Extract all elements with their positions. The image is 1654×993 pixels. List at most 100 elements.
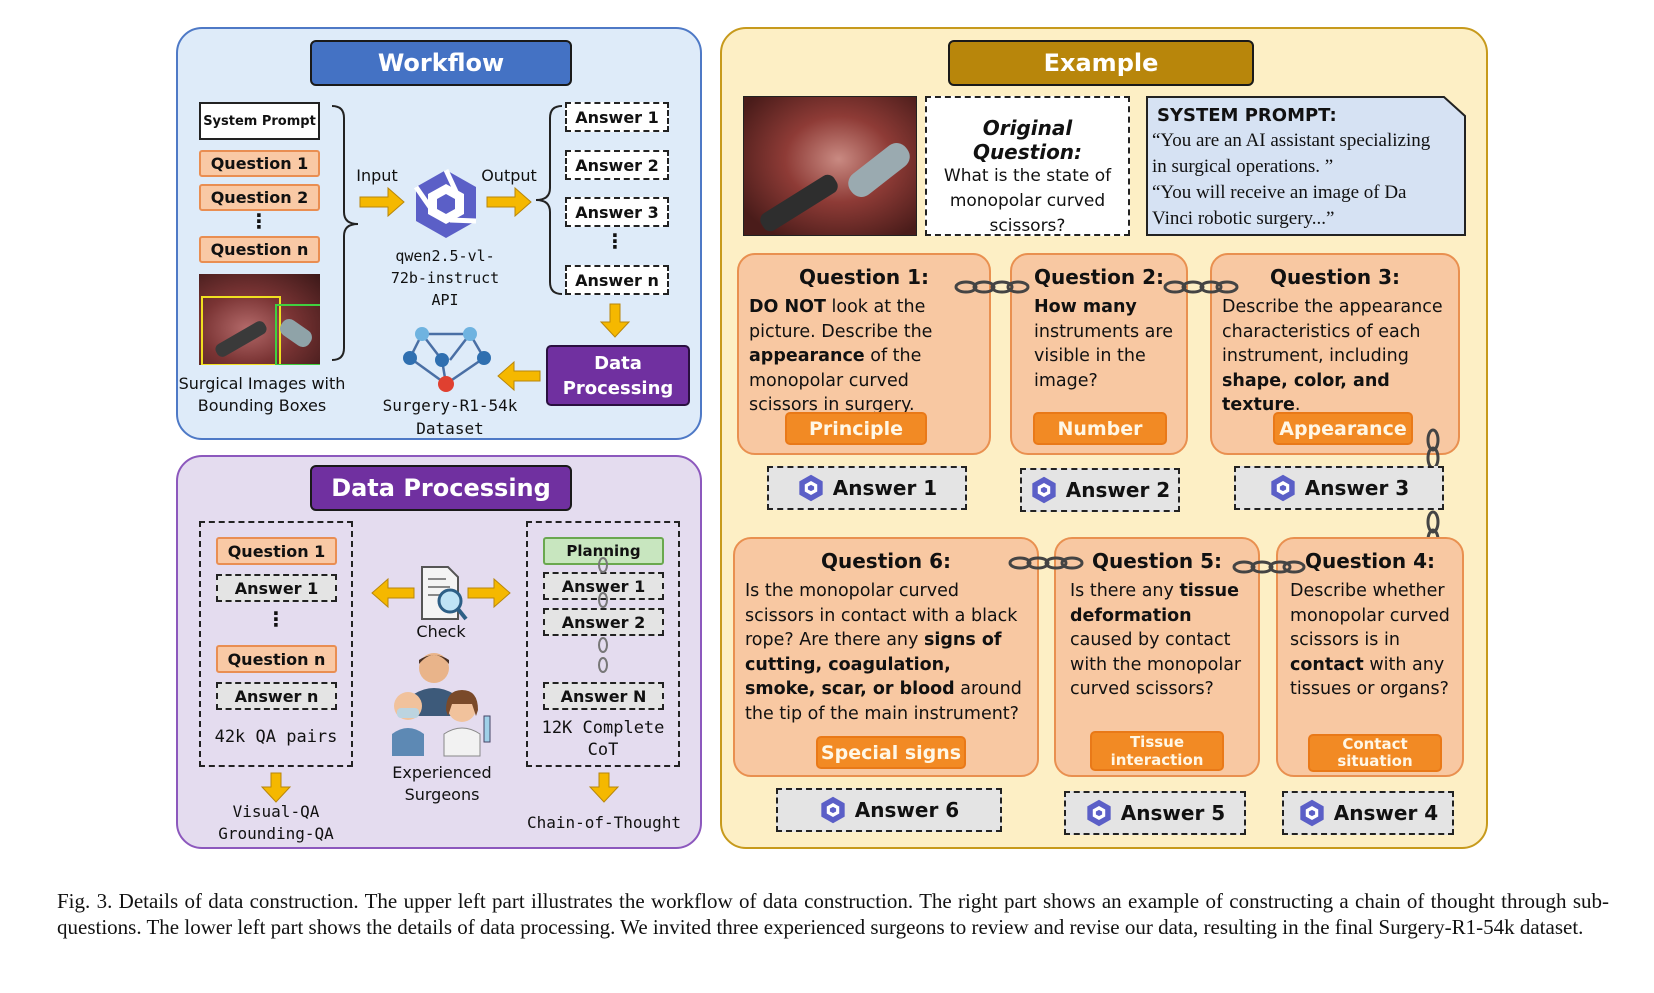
surgical-image-thumbnail [199,274,320,365]
system-prompt-card: SYSTEM PROMPT: “You are an AI assistant … [1146,96,1466,236]
qwen-logo-icon [1032,476,1056,504]
workflow-answer-1: Answer 1 [565,102,669,132]
original-question-line-3: scissors? [989,216,1066,236]
data-processing-line-1: Data [594,353,642,374]
right-arrow-check [467,577,511,609]
chain-of-thought-label: Chain-of-Thought [526,813,682,832]
output-arrow [486,186,532,218]
workflow-question-1: Question 1 [199,150,320,177]
surgeons-icon [392,653,491,757]
down-arrow-cot [588,772,620,803]
q2-bold-a: How many [1034,297,1137,317]
model-name-line-2: 72b-instruct [390,269,500,287]
qwen-logo-icon [1300,799,1324,827]
q1-text-d: of the monopolar curved scissors in surg… [749,346,922,415]
q6-text-c: around the tip of the main instrument? [745,679,1022,724]
example-answer-4: Answer 4 [1282,791,1454,835]
cot-answer-2: Answer 2 [543,608,664,636]
dp-question-n: Question n [216,645,337,673]
data-processing-title: Data Processing [310,465,572,511]
tissue-interaction-tag: Tissue interaction [1090,731,1224,771]
q6-text-a: Is the monopolar curved scissors in cont… [745,581,1018,650]
system-prompt-title: SYSTEM PROMPT: [1157,105,1337,126]
workflow-vdots: ⋮ [249,209,269,233]
data-processing-line-2: Processing [562,378,674,399]
q2-text-b: instruments are visible in the image? [1034,321,1173,391]
cot-answer-1: Answer 1 [543,572,664,600]
cot-label-line-2: CoT [587,740,619,760]
dp-question-1: Question 1 [216,537,337,565]
q3-text-c: . [1294,395,1301,415]
example-answer-3-label: Answer 3 [1304,476,1410,500]
q3-text-a: Describe the appearance characteristics … [1222,297,1443,366]
q4-bold-b: contact [1290,654,1364,675]
number-tag: Number [1033,412,1167,445]
workflow-answer-3: Answer 3 [565,197,669,227]
q5-text-a: Is there any [1070,581,1180,601]
question-6-title: Question 6: [821,549,951,573]
qwen-logo-icon [1271,474,1295,502]
example-answer-2: Answer 2 [1020,468,1180,512]
workflow-title: Workflow [310,40,572,86]
example-answer-2-label: Answer 2 [1065,478,1171,502]
original-question-box: Original Question: What is the state of … [925,96,1130,236]
question-3-title: Question 3: [1270,265,1400,289]
dataset-network-icon [403,327,491,392]
example-title: Example [948,40,1254,86]
qwen-logo-icon [413,168,477,238]
dataset-name-line-1: Surgery-R1-54k [382,396,518,415]
q1-text-b: look at the picture. Describe the [749,297,933,342]
output-label: Output [481,166,537,185]
q5-text-c: caused by contact with the monopolar cur… [1070,630,1242,699]
contact-situation-line-2: situation [1337,752,1413,770]
figure-caption: Fig. 3. Details of data construction. Th… [57,889,1609,939]
q3-bold-b: shape, color, and texture [1222,370,1390,416]
question-1-title: Question 1: [799,265,929,289]
qwen-logo-icon [799,474,823,502]
chain-link-q1-q2 [954,280,1030,294]
example-answer-6: Answer 6 [776,788,1002,832]
output-brace [535,105,563,295]
system-prompt-box: System Prompt [199,102,320,140]
example-answer-6-label: Answer 6 [854,798,960,822]
q5-bold-b: tissue deformation [1070,581,1239,626]
q4-text-c: with any tissues or organs? [1290,654,1449,700]
example-answer-1-label: Answer 1 [832,476,938,500]
surgeons-label-line-2: Surgeons [404,785,480,804]
planning-box: Planning [543,537,664,565]
input-brace [331,105,359,361]
original-question-title: Original Question: [972,116,1083,164]
question-3-card: Question 3: Describe the appearance char… [1210,253,1460,455]
system-prompt-line-3: “You will receive an image of Da [1152,182,1407,203]
image-caption-line-2: Bounding Boxes [197,396,327,415]
left-arrow-check [371,577,415,609]
workflow-answer-vdots: ⋮ [605,229,625,253]
dp-answer-1: Answer 1 [216,574,337,602]
cot-chain-links [598,557,608,673]
cot-answer-n: Answer N [543,682,664,710]
tissue-interaction-line-1: Tissue [1129,733,1185,751]
left-arrow-to-dataset [497,360,541,392]
visual-qa-label: Visual-QA [232,802,320,821]
check-label: Check [416,622,466,641]
input-label: Input [356,166,398,185]
down-arrow-visual-qa [260,772,292,803]
document-magnifier-icon [421,566,468,621]
contact-situation-tag: Contact situation [1308,734,1442,772]
system-prompt-line-4: Vinci robotic surgery...” [1152,208,1335,229]
example-surgical-image [743,96,917,236]
example-answer-5: Answer 5 [1064,791,1246,835]
question-5-card: Question 5: Is there any tissue deformat… [1054,537,1260,777]
example-answer-4-label: Answer 4 [1333,801,1439,825]
qa-pairs-label: 42k QA pairs [214,727,338,747]
contact-situation-line-1: Contact [1342,735,1408,753]
question-2-title: Question 2: [1034,265,1164,289]
system-prompt-line-1: “You are an AI assistant specializing [1152,130,1431,151]
question-6-card: Question 6: Is the monopolar curved scis… [733,537,1039,777]
q4-text-a: Describe whether monopolar curved scisso… [1290,581,1450,650]
model-name-line-1: qwen2.5-vl- [395,247,495,265]
chain-link-q6-q5 [1008,556,1084,570]
qwen-logo-icon [1087,799,1111,827]
dp-left-vdots: ⋮ [266,607,286,631]
grounding-qa-label: Grounding-QA [218,824,334,843]
